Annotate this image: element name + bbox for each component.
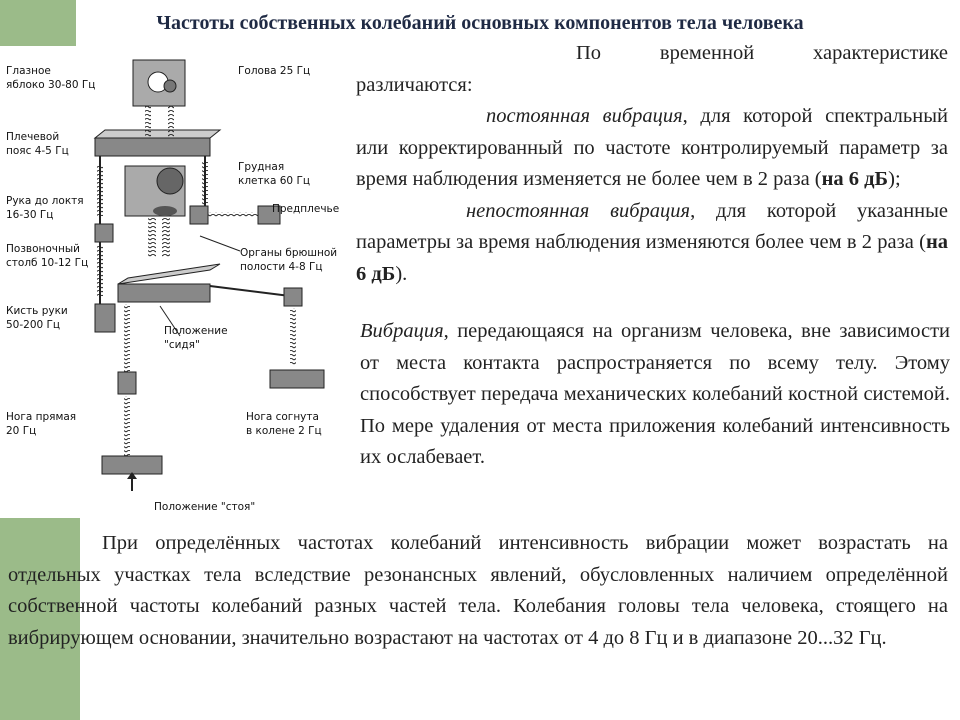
- label-head: Голова 25 Гц: [238, 65, 310, 77]
- arm-spring: [97, 246, 103, 296]
- forearm-block: [257, 205, 281, 225]
- foot-block: [269, 369, 325, 389]
- label-eyeball-2: яблоко 30-80 Гц: [6, 79, 95, 91]
- vibration-term: Вибрация: [360, 320, 444, 342]
- types-lead: По временной характеристике различаются:: [356, 42, 948, 96]
- leg-spring: [124, 396, 130, 456]
- label-leg-bent-1: Нога согнута: [246, 411, 319, 423]
- label-chest-1: Грудная: [238, 161, 284, 173]
- resonance-paragraph: При определённых частотах колебаний инте…: [8, 528, 948, 654]
- elbow-block: [94, 223, 114, 243]
- forearm-spring: [208, 212, 258, 218]
- arm-spring: [97, 166, 103, 216]
- arm-spring: [202, 161, 208, 206]
- label-standing: Положение "стоя": [154, 501, 255, 513]
- label-elbow-1: Рука до локтя: [6, 195, 84, 207]
- label-forearm: Предплечье: [272, 203, 339, 215]
- chest-block: [124, 165, 186, 217]
- head-block: [132, 59, 186, 107]
- label-abdomen-1: Органы брюшной: [240, 247, 337, 259]
- pointer-line: [159, 305, 181, 337]
- pointer-line: [199, 235, 241, 252]
- label-spine-1: Позвоночный: [6, 243, 80, 255]
- constant-vibration-end: );: [888, 168, 901, 190]
- label-leg-straight-1: Нога прямая: [6, 411, 76, 423]
- leg-spring: [290, 308, 296, 366]
- label-abdomen-2: полости 4-8 Гц: [240, 261, 323, 273]
- standing-base: [101, 455, 163, 475]
- label-leg-bent-2: в колене 2 Гц: [246, 425, 322, 437]
- label-spine-2: столб 10-12 Гц: [6, 257, 88, 269]
- label-sitting-2: "сидя": [164, 339, 200, 351]
- vibration-types-paragraph: По временной характеристике различаются:…: [356, 38, 948, 290]
- elbow-block: [189, 205, 209, 225]
- label-shoulder-1: Плечевой: [6, 131, 59, 143]
- page-title: Частоты собственных колебаний основных к…: [156, 11, 804, 34]
- spine-spring: [162, 218, 170, 258]
- variable-db-value: на 6 дБ: [356, 231, 948, 285]
- neck-spring: [168, 106, 174, 138]
- accent-block-top: [0, 0, 76, 46]
- constant-db-value: на 6 дБ: [821, 168, 889, 190]
- body-model-illustration: Глазное яблоко 30-80 Гц Голова 25 Гц Плеч…: [6, 59, 339, 513]
- label-hand-2: 50-200 Гц: [6, 319, 60, 331]
- label-shoulder-2: пояс 4-5 Гц: [6, 145, 69, 157]
- neck-spring: [145, 106, 151, 138]
- body-model-diagram: Глазное яблоко 30-80 Гц Голова 25 Гц Плеч…: [0, 46, 350, 516]
- constant-vibration-term: постоянная вибрация: [486, 105, 683, 127]
- hand-block: [94, 303, 116, 333]
- constant-vibration-text: , для которой спектральный или корректир…: [356, 105, 948, 190]
- seated-thigh: [209, 285, 291, 297]
- label-chest-2: клетка 60 Гц: [238, 175, 310, 187]
- label-sitting-1: Положение: [164, 325, 228, 337]
- variable-vibration-term: непостоянная вибрация: [466, 199, 691, 222]
- leg-spring: [124, 304, 130, 372]
- pelvis-bar: [117, 263, 221, 303]
- label-elbow-2: 16-30 Гц: [6, 209, 53, 221]
- resonance-text: При определённых частотах колебаний инте…: [8, 532, 948, 649]
- vibration-propagation-paragraph: Вибрация, передающаяся на организм челов…: [360, 316, 950, 474]
- spine-spring: [148, 218, 156, 258]
- label-leg-straight-2: 20 Гц: [6, 425, 36, 437]
- label-eyeball-1: Глазное: [6, 65, 51, 77]
- knee-block: [283, 287, 303, 307]
- svg-text:Положение"сидя": Положение "сидя": [164, 325, 228, 351]
- support-arrow: [127, 472, 137, 479]
- variable-vibration-text: , для которой указанные параметры за вре…: [356, 199, 949, 254]
- shoulder-bar: [93, 129, 222, 157]
- label-hand-1: Кисть руки: [6, 305, 68, 317]
- variable-vibration-end: ).: [395, 262, 408, 285]
- knee-block: [117, 371, 137, 395]
- vibration-propagation-text: , передающаяся на организм человека, вне…: [360, 320, 950, 468]
- accent-block-bottom: [0, 518, 80, 720]
